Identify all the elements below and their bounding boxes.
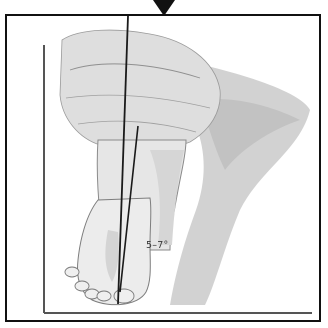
toe — [75, 281, 89, 291]
toe — [65, 267, 79, 277]
toe — [97, 291, 111, 301]
trouser-cuff — [60, 30, 220, 149]
angle-label: 5–7° — [146, 240, 168, 251]
toe — [114, 289, 134, 303]
